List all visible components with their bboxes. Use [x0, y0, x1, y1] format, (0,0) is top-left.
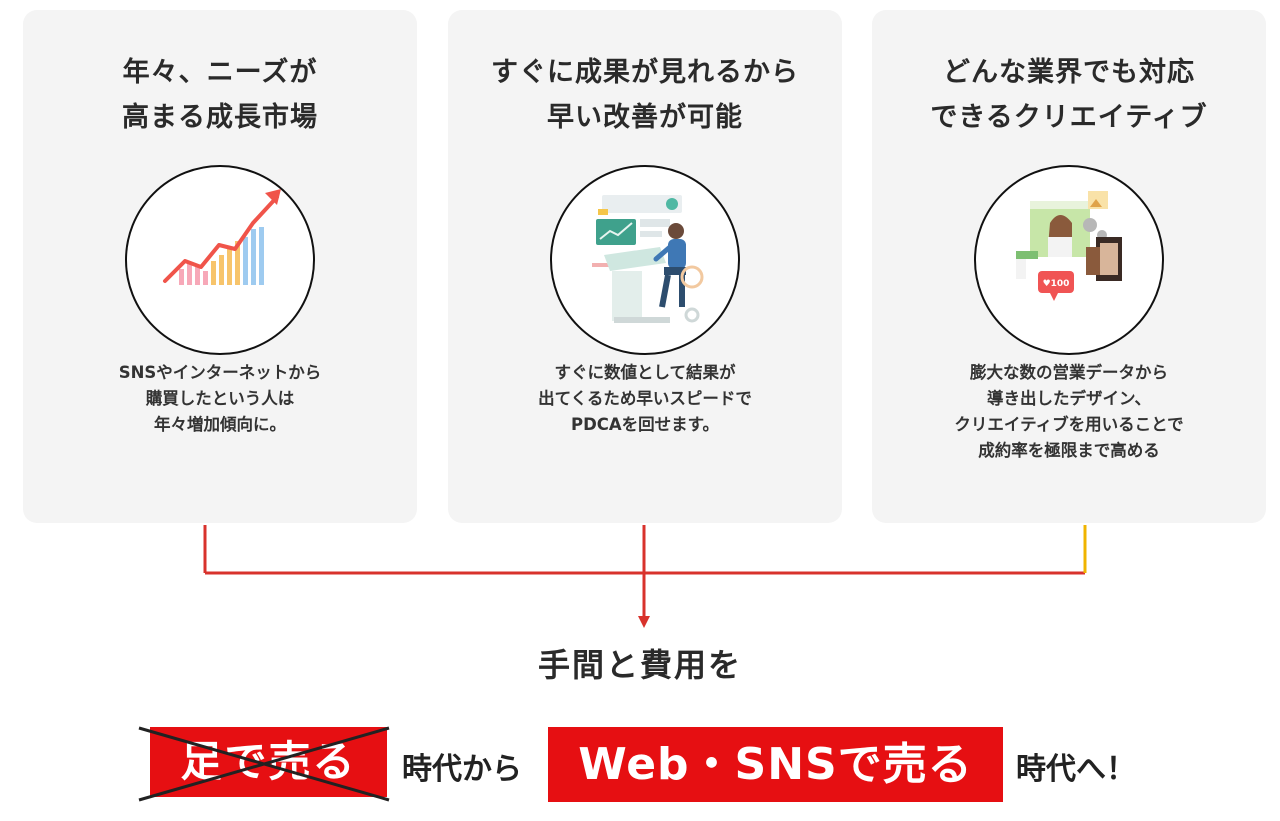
card-description: SNSやインターネットから 購買したという人は 年々増加傾向に。: [118, 363, 322, 434]
card-description: すぐに数値として結果が 出てくるため早いスピードで PDCAを回せます。: [538, 363, 752, 434]
headline: 手間と費用を: [537, 646, 742, 684]
card-title: 年々、ニーズが 高まる成長市場: [122, 57, 318, 133]
card-title: どんな業界でも対応 できるクリエイティブ: [930, 57, 1208, 133]
feature-card-speed: すぐに成果が見れるから 早い改善が可能 すぐに数値として結果が 出: [448, 10, 842, 523]
era-to-text: 時代へ！: [1016, 752, 1136, 787]
feature-card-creative: どんな業界でも対応 できるクリエイティブ ♥100 膨大な数の営業データから 導…: [872, 10, 1266, 523]
creative-sns-illustration: ♥100: [974, 165, 1164, 355]
growth-chart-icon: [125, 165, 315, 355]
new-era-label: Web・SNSで売る: [548, 727, 1003, 802]
card-description: 膨大な数の営業データから 導き出したデザイン、 クリエイティブを用いることで 成…: [954, 363, 1184, 460]
strikethrough-icon: [138, 726, 390, 802]
person-dashboard-illustration: [550, 165, 740, 355]
tagline: 足で売る 時代から Web・SNSで売る 時代へ！: [0, 722, 1280, 804]
arrow-down-icon: [638, 616, 650, 628]
era-from-text: 時代から: [402, 752, 522, 787]
connector-arrow: [203, 525, 1087, 628]
feature-card-market: 年々、ニーズが 高まる成長市場 SNSやインターネットから 購買したという人は …: [23, 10, 417, 523]
svg-text:♥100: ♥100: [1043, 279, 1070, 289]
card-title: すぐに成果が見れるから 早い改善が可能: [491, 57, 799, 133]
